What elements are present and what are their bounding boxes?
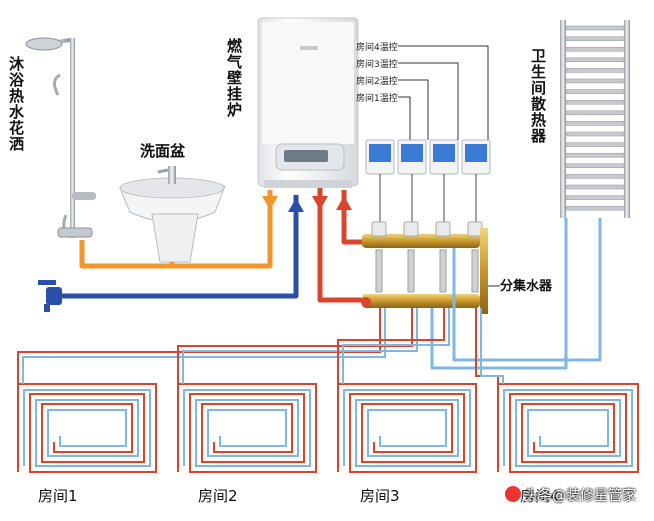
radiator-rung xyxy=(565,89,625,94)
thermostat-icon xyxy=(397,139,427,175)
shower-head-icon xyxy=(25,37,96,238)
radiator-rung xyxy=(565,78,625,84)
floor-loop-feed xyxy=(182,308,418,384)
radiator-rung xyxy=(565,184,625,190)
floor-loop-feed xyxy=(22,308,386,384)
radiator-rung xyxy=(565,174,625,179)
thermostat-wires xyxy=(379,174,477,222)
radiator-rung xyxy=(565,205,625,211)
room-4-label: 房间4 xyxy=(520,487,560,505)
cold-water-tap-icon xyxy=(38,280,62,312)
shower-label: 沐浴热水花洒 xyxy=(7,56,25,152)
radiator-rung xyxy=(565,163,625,169)
watermark-text: 头条@装修星管家 xyxy=(524,488,636,504)
floor-loop-feed xyxy=(177,308,413,384)
radiator-rung xyxy=(565,25,625,31)
radiator-rung xyxy=(565,121,625,126)
sink-label: 洗面盆 xyxy=(140,142,186,160)
thermostat-label-room3: 房间3温控 xyxy=(356,60,398,70)
floor-loop xyxy=(177,383,317,473)
heating-return-up-arrow xyxy=(336,196,352,210)
radiator-rung xyxy=(565,131,625,137)
hot-water-down-arrow xyxy=(262,196,278,210)
radiator-pipe xyxy=(430,218,602,370)
radiator-rung xyxy=(565,46,625,52)
cold-water-pipe xyxy=(60,195,299,299)
radiator-rung xyxy=(565,68,625,73)
thermostat-icon xyxy=(429,139,459,175)
floor-loop xyxy=(497,383,639,473)
watermark: 头条@装修星管家 xyxy=(505,485,636,505)
bath-radiator-label: 卫生间散热器 xyxy=(529,48,547,144)
thermostat-icons xyxy=(365,139,491,175)
manifold-label: 分集水器 xyxy=(500,279,553,294)
cold-water-up-arrow xyxy=(288,198,304,212)
underfloor-heating-loops xyxy=(17,308,639,473)
floor-loop xyxy=(343,389,471,467)
floor-loop-feed xyxy=(480,308,504,384)
towel-radiator-icon xyxy=(560,20,630,218)
floor-loop xyxy=(337,383,477,473)
radiator-rung xyxy=(565,110,625,116)
thermostat-label-room1: 房间1温控 xyxy=(356,94,398,104)
boiler-label: 燃气壁挂炉 xyxy=(225,38,243,118)
boiler-icon xyxy=(257,17,359,188)
floor-loop xyxy=(183,389,311,467)
floor-loop-feed xyxy=(337,308,445,384)
thermostat-leader-lines xyxy=(398,45,489,140)
floor-loop-feed xyxy=(475,308,499,384)
floor-loop-feed xyxy=(342,308,450,384)
floor-loop xyxy=(23,389,151,467)
thermostat-icon xyxy=(365,139,395,175)
manifold-icon xyxy=(361,221,488,314)
radiator-rung xyxy=(565,142,625,147)
sink-icon xyxy=(119,166,226,263)
thermostat-icon xyxy=(461,139,491,175)
radiator-rung xyxy=(565,36,625,41)
radiator-rung xyxy=(565,152,625,158)
floor-loop xyxy=(503,389,633,467)
radiator-rung xyxy=(565,57,625,63)
domestic-hot-water-pipe xyxy=(79,190,273,269)
toutiao-logo-icon xyxy=(505,486,521,502)
thermostat-label-room2: 房间2温控 xyxy=(356,77,398,87)
room-2-label: 房间2 xyxy=(198,487,238,505)
thermostat-label-room4: 房间4温控 xyxy=(356,43,398,53)
floor-loop xyxy=(17,383,157,473)
radiator-rung xyxy=(565,99,625,105)
room-3-label: 房间3 xyxy=(360,487,400,505)
heating-supply-down-arrow xyxy=(312,196,328,210)
radiator-rung xyxy=(565,195,625,200)
room-1-label: 房间1 xyxy=(38,487,78,505)
